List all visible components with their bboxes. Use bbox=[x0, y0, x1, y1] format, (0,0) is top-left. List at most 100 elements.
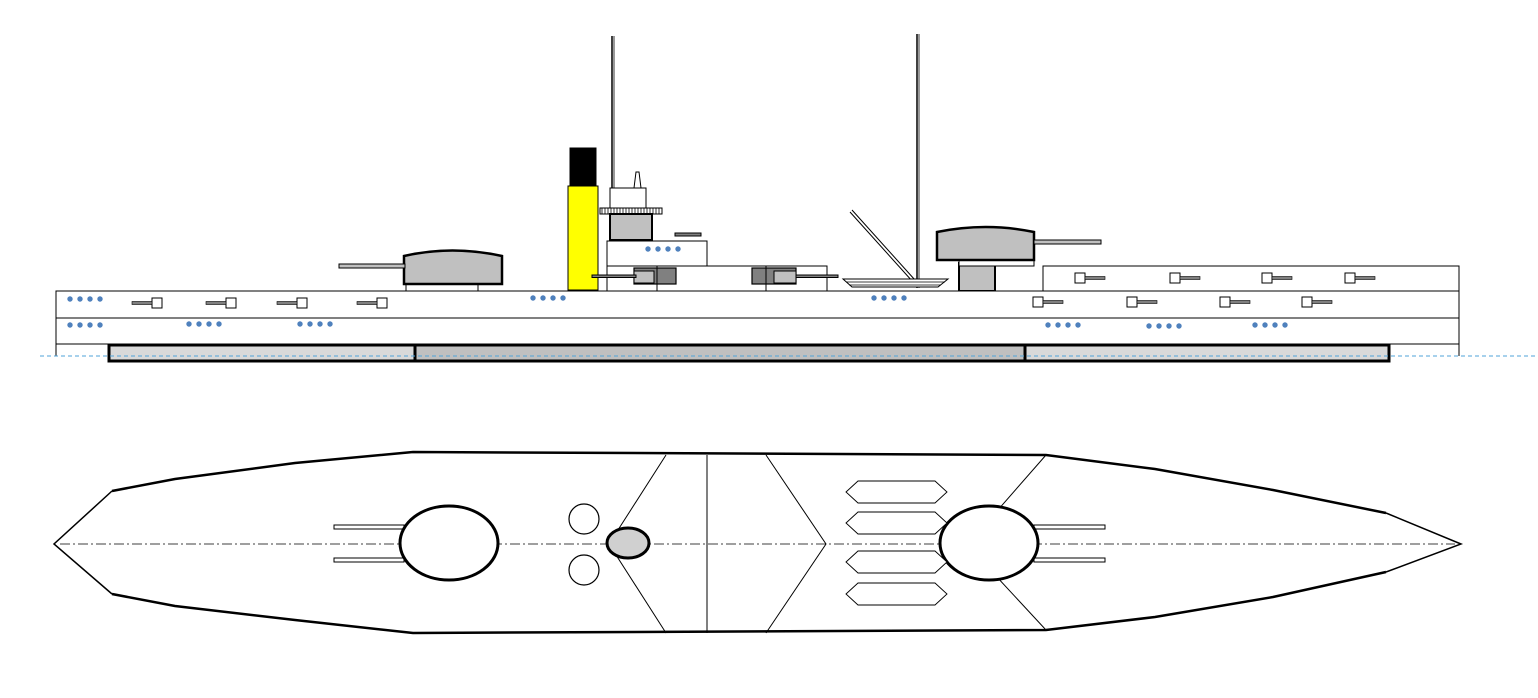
porthole bbox=[881, 295, 887, 301]
funnel-cap bbox=[569, 147, 597, 187]
porthole bbox=[645, 246, 651, 252]
secondary-gun-aft-barrel bbox=[795, 274, 839, 278]
porthole bbox=[77, 296, 83, 302]
porthole bbox=[1262, 322, 1268, 328]
porthole bbox=[317, 321, 323, 327]
casemate-mount bbox=[1126, 296, 1138, 308]
casemate-guns bbox=[131, 272, 1376, 309]
light-gun-barrel bbox=[674, 232, 702, 237]
secondary-gun-fwd-barrel bbox=[591, 274, 637, 278]
porthole bbox=[186, 321, 192, 327]
casemate-barrel bbox=[1179, 276, 1201, 280]
casemate-mount bbox=[151, 297, 163, 309]
hull-upper-strake bbox=[55, 290, 1460, 319]
plan-hull-top bbox=[111, 450, 1387, 515]
porthole bbox=[540, 295, 546, 301]
plan-aft-gun-1 bbox=[1033, 524, 1106, 530]
casemate-barrel bbox=[1084, 276, 1106, 280]
porthole bbox=[77, 322, 83, 328]
porthole bbox=[67, 296, 73, 302]
fore-turret bbox=[402, 249, 504, 286]
plan-boat bbox=[845, 511, 948, 535]
porthole bbox=[87, 296, 93, 302]
casemate-mount bbox=[1301, 296, 1313, 308]
plan-fore-gun-2 bbox=[333, 557, 405, 563]
casemate-barrel bbox=[131, 301, 153, 305]
porthole bbox=[1156, 323, 1162, 329]
casemate-barrel bbox=[1042, 300, 1064, 304]
plan-boat bbox=[845, 480, 948, 504]
porthole bbox=[1065, 322, 1071, 328]
casemate-mount bbox=[296, 297, 308, 309]
porthole bbox=[1055, 322, 1061, 328]
porthole bbox=[297, 321, 303, 327]
plan-hull-bottom bbox=[111, 570, 1387, 635]
rangefinder-post bbox=[633, 171, 642, 189]
porthole bbox=[665, 246, 671, 252]
deck-house-outline-aft bbox=[765, 454, 827, 634]
superstructure-tier-2 bbox=[606, 240, 708, 267]
plan-fore-gun-1 bbox=[333, 524, 405, 530]
plan-ventilator-2 bbox=[568, 554, 600, 586]
boat-derrick bbox=[849, 211, 914, 283]
portholes bbox=[67, 246, 1288, 329]
porthole bbox=[67, 322, 73, 328]
hull-lower-strake bbox=[55, 317, 1460, 345]
porthole bbox=[206, 321, 212, 327]
funnel bbox=[567, 185, 599, 291]
porthole bbox=[655, 246, 661, 252]
plan-fore-turret bbox=[398, 504, 500, 582]
porthole bbox=[1282, 322, 1288, 328]
casemate-barrel bbox=[205, 301, 227, 305]
armor-belt-aft bbox=[1023, 343, 1391, 363]
bridge-top bbox=[609, 187, 647, 209]
casemate-mount bbox=[1169, 272, 1181, 284]
plan-aft-gun-2 bbox=[1033, 557, 1106, 563]
casemate-mount bbox=[1074, 272, 1086, 284]
casemate-mount bbox=[1261, 272, 1273, 284]
aft-turret-barbette bbox=[958, 262, 996, 292]
plan-ventilator-1 bbox=[568, 503, 600, 535]
casemate-barrel bbox=[356, 301, 378, 305]
porthole bbox=[1166, 323, 1172, 329]
plan-boats bbox=[845, 480, 948, 606]
porthole bbox=[1146, 323, 1152, 329]
plan-aft-turret bbox=[938, 504, 1040, 582]
plan-funnel bbox=[605, 526, 651, 560]
casemate-barrel bbox=[1229, 300, 1251, 304]
aft-turret-gun bbox=[1033, 239, 1102, 245]
porthole bbox=[97, 322, 103, 328]
porthole bbox=[327, 321, 333, 327]
secondary-mount-aft-face bbox=[773, 270, 797, 284]
side-elevation-view bbox=[40, 34, 1536, 363]
casemate-barrel bbox=[1354, 276, 1376, 280]
casemate-barrel bbox=[276, 301, 298, 305]
fore-turret-gun bbox=[338, 263, 406, 269]
armor-belt-mid bbox=[413, 343, 1027, 363]
porthole bbox=[307, 321, 313, 327]
porthole bbox=[1252, 322, 1258, 328]
porthole bbox=[1272, 322, 1278, 328]
aft-turret bbox=[935, 225, 1036, 262]
porthole bbox=[97, 296, 103, 302]
porthole bbox=[530, 295, 536, 301]
plan-stern bbox=[1385, 512, 1464, 573]
top-plan-view bbox=[52, 450, 1464, 635]
porthole bbox=[901, 295, 907, 301]
porthole bbox=[675, 246, 681, 252]
porthole bbox=[891, 295, 897, 301]
conning-tower bbox=[609, 213, 653, 241]
plan-boat bbox=[845, 550, 948, 574]
porthole bbox=[216, 321, 222, 327]
plan-bow bbox=[52, 490, 113, 595]
porthole bbox=[196, 321, 202, 327]
casemate-mount bbox=[225, 297, 237, 309]
casemate-mount bbox=[1344, 272, 1356, 284]
secondary-mount-fwd-face bbox=[633, 270, 655, 284]
plan-boat bbox=[845, 582, 948, 606]
casemate-mount bbox=[376, 297, 388, 309]
porthole bbox=[1075, 322, 1081, 328]
porthole bbox=[1045, 322, 1051, 328]
